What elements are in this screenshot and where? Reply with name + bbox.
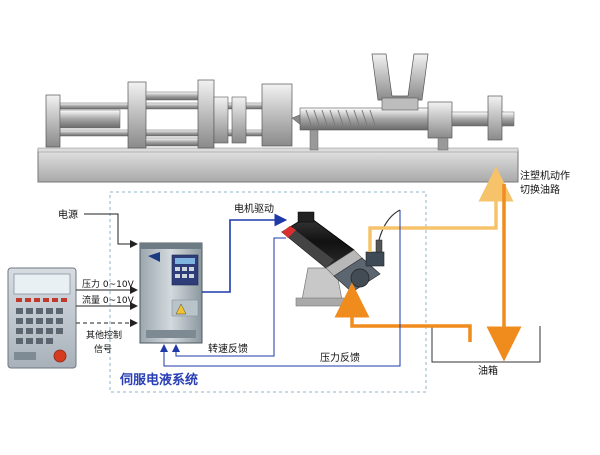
oil-switch-label: 注塑机动作 bbox=[520, 169, 570, 182]
servo-system-boundary bbox=[109, 191, 427, 393]
control-panel bbox=[7, 267, 77, 369]
speed-feedback-label: 转速反馈 bbox=[208, 342, 248, 355]
pressure-feedback-label: 压力反馈 bbox=[320, 351, 360, 364]
oil-tank bbox=[431, 326, 541, 363]
servo-drive bbox=[139, 242, 203, 344]
drive-logo-icon bbox=[148, 252, 160, 262]
emergency-stop-icon bbox=[53, 349, 67, 363]
servo-motor-pump bbox=[281, 209, 401, 307]
system-title: 伺服电液系统 bbox=[119, 372, 198, 388]
flow-signal-label: 流量 0~10V bbox=[82, 294, 135, 306]
oil-switch-label-line2: 切换油路 bbox=[520, 183, 560, 196]
power-source-label: 电源 bbox=[58, 208, 78, 221]
other-control-label: 其他控制 bbox=[86, 329, 122, 341]
oil-tank-label: 油箱 bbox=[478, 364, 498, 377]
input-lines bbox=[76, 213, 138, 327]
signal-lines bbox=[160, 210, 401, 367]
oil-circuit bbox=[334, 166, 522, 362]
other-control-label-line2: 信号 bbox=[94, 343, 112, 355]
motor-drive-label: 电机驱动 bbox=[234, 202, 274, 215]
pressure-signal-label: 压力 0~10V bbox=[82, 278, 135, 290]
injection-molding-machine bbox=[37, 53, 519, 183]
